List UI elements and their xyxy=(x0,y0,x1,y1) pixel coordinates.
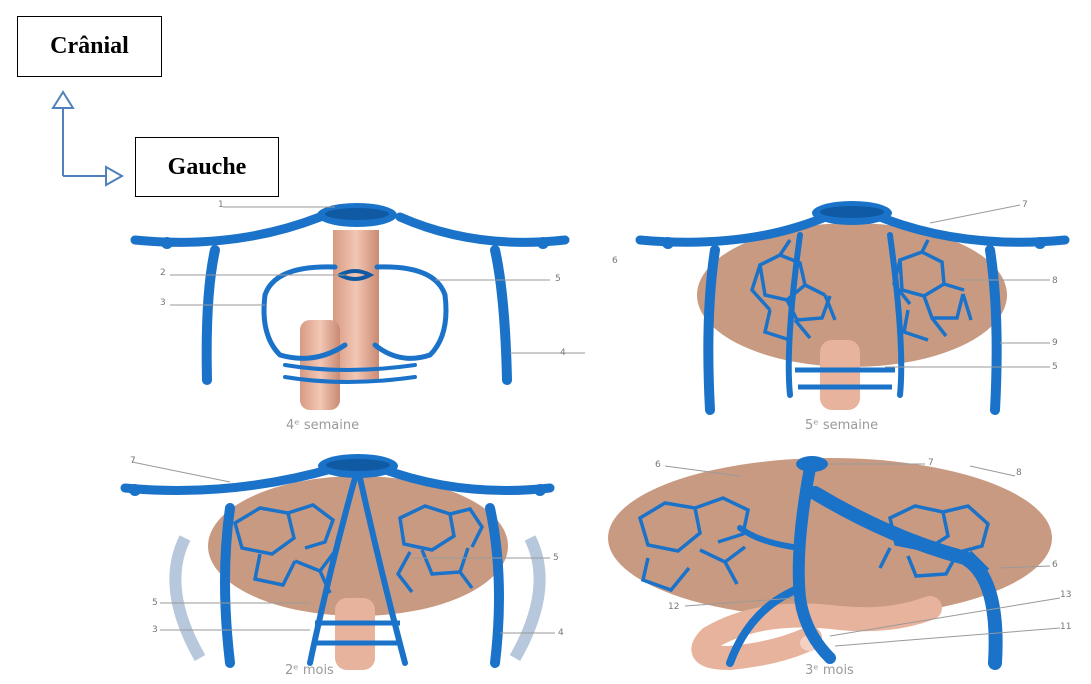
cranial-label-box: Crânial xyxy=(17,16,162,77)
panel1-label-3: 3 xyxy=(160,298,166,308)
panel3-label-7: 7 xyxy=(130,456,136,466)
panel4-label-12: 12 xyxy=(668,602,679,612)
panel-3rd-month xyxy=(590,448,1080,673)
panel4-label-11: 11 xyxy=(1060,622,1071,632)
panel1-label-6: 6 xyxy=(612,256,618,266)
right-umbilical-vein-faded xyxy=(515,538,540,658)
panel4-label-8: 8 xyxy=(1016,468,1022,478)
panel2-label-9: 9 xyxy=(1052,338,1058,348)
left-label-box: Gauche xyxy=(135,137,279,197)
panel-4th-week xyxy=(115,195,585,435)
panel3-label-3: 3 xyxy=(152,625,158,635)
liver xyxy=(208,476,508,616)
panel1-label-5: 5 xyxy=(555,274,561,284)
caption-2nd-month: 2ᵉ mois xyxy=(285,663,334,678)
gut-tube xyxy=(820,340,860,410)
caption-4th-week: 4ᵉ semaine xyxy=(286,418,359,433)
panel2-label-7: 7 xyxy=(1022,200,1028,210)
panel2-label-8: 8 xyxy=(1052,276,1058,286)
panel4-label-6a: 6 xyxy=(655,460,661,470)
panel3-label-4: 4 xyxy=(558,628,564,638)
cranial-arrow-head xyxy=(53,92,73,108)
panel-5th-week xyxy=(630,195,1080,425)
gut-lower xyxy=(300,320,340,410)
panel1-label-2: 2 xyxy=(160,268,166,278)
panel4-label-13: 13 xyxy=(1060,590,1071,600)
cranial-label: Crânial xyxy=(50,33,129,60)
left-arrow-head xyxy=(106,167,122,185)
panel1-label-4: 4 xyxy=(560,348,566,358)
gut-tube xyxy=(335,598,375,670)
panel2-label-5: 5 xyxy=(1052,362,1058,372)
panel3-label-5b: 5 xyxy=(152,598,158,608)
caption-3rd-month: 3ᵉ mois xyxy=(805,663,854,678)
left-label: Gauche xyxy=(168,154,247,181)
hepatic-vein-outlet xyxy=(796,456,828,472)
panel4-label-6b: 6 xyxy=(1052,560,1058,570)
sinus-venosus-opening xyxy=(325,208,389,220)
panel1-label-1: 1 xyxy=(218,200,224,210)
left-umbilical-vein-faded xyxy=(175,538,200,658)
panel3-label-5a: 5 xyxy=(553,553,559,563)
panel4-label-7: 7 xyxy=(928,458,934,468)
panel-2nd-month xyxy=(110,448,590,673)
caption-5th-week: 5ᵉ semaine xyxy=(805,418,878,433)
